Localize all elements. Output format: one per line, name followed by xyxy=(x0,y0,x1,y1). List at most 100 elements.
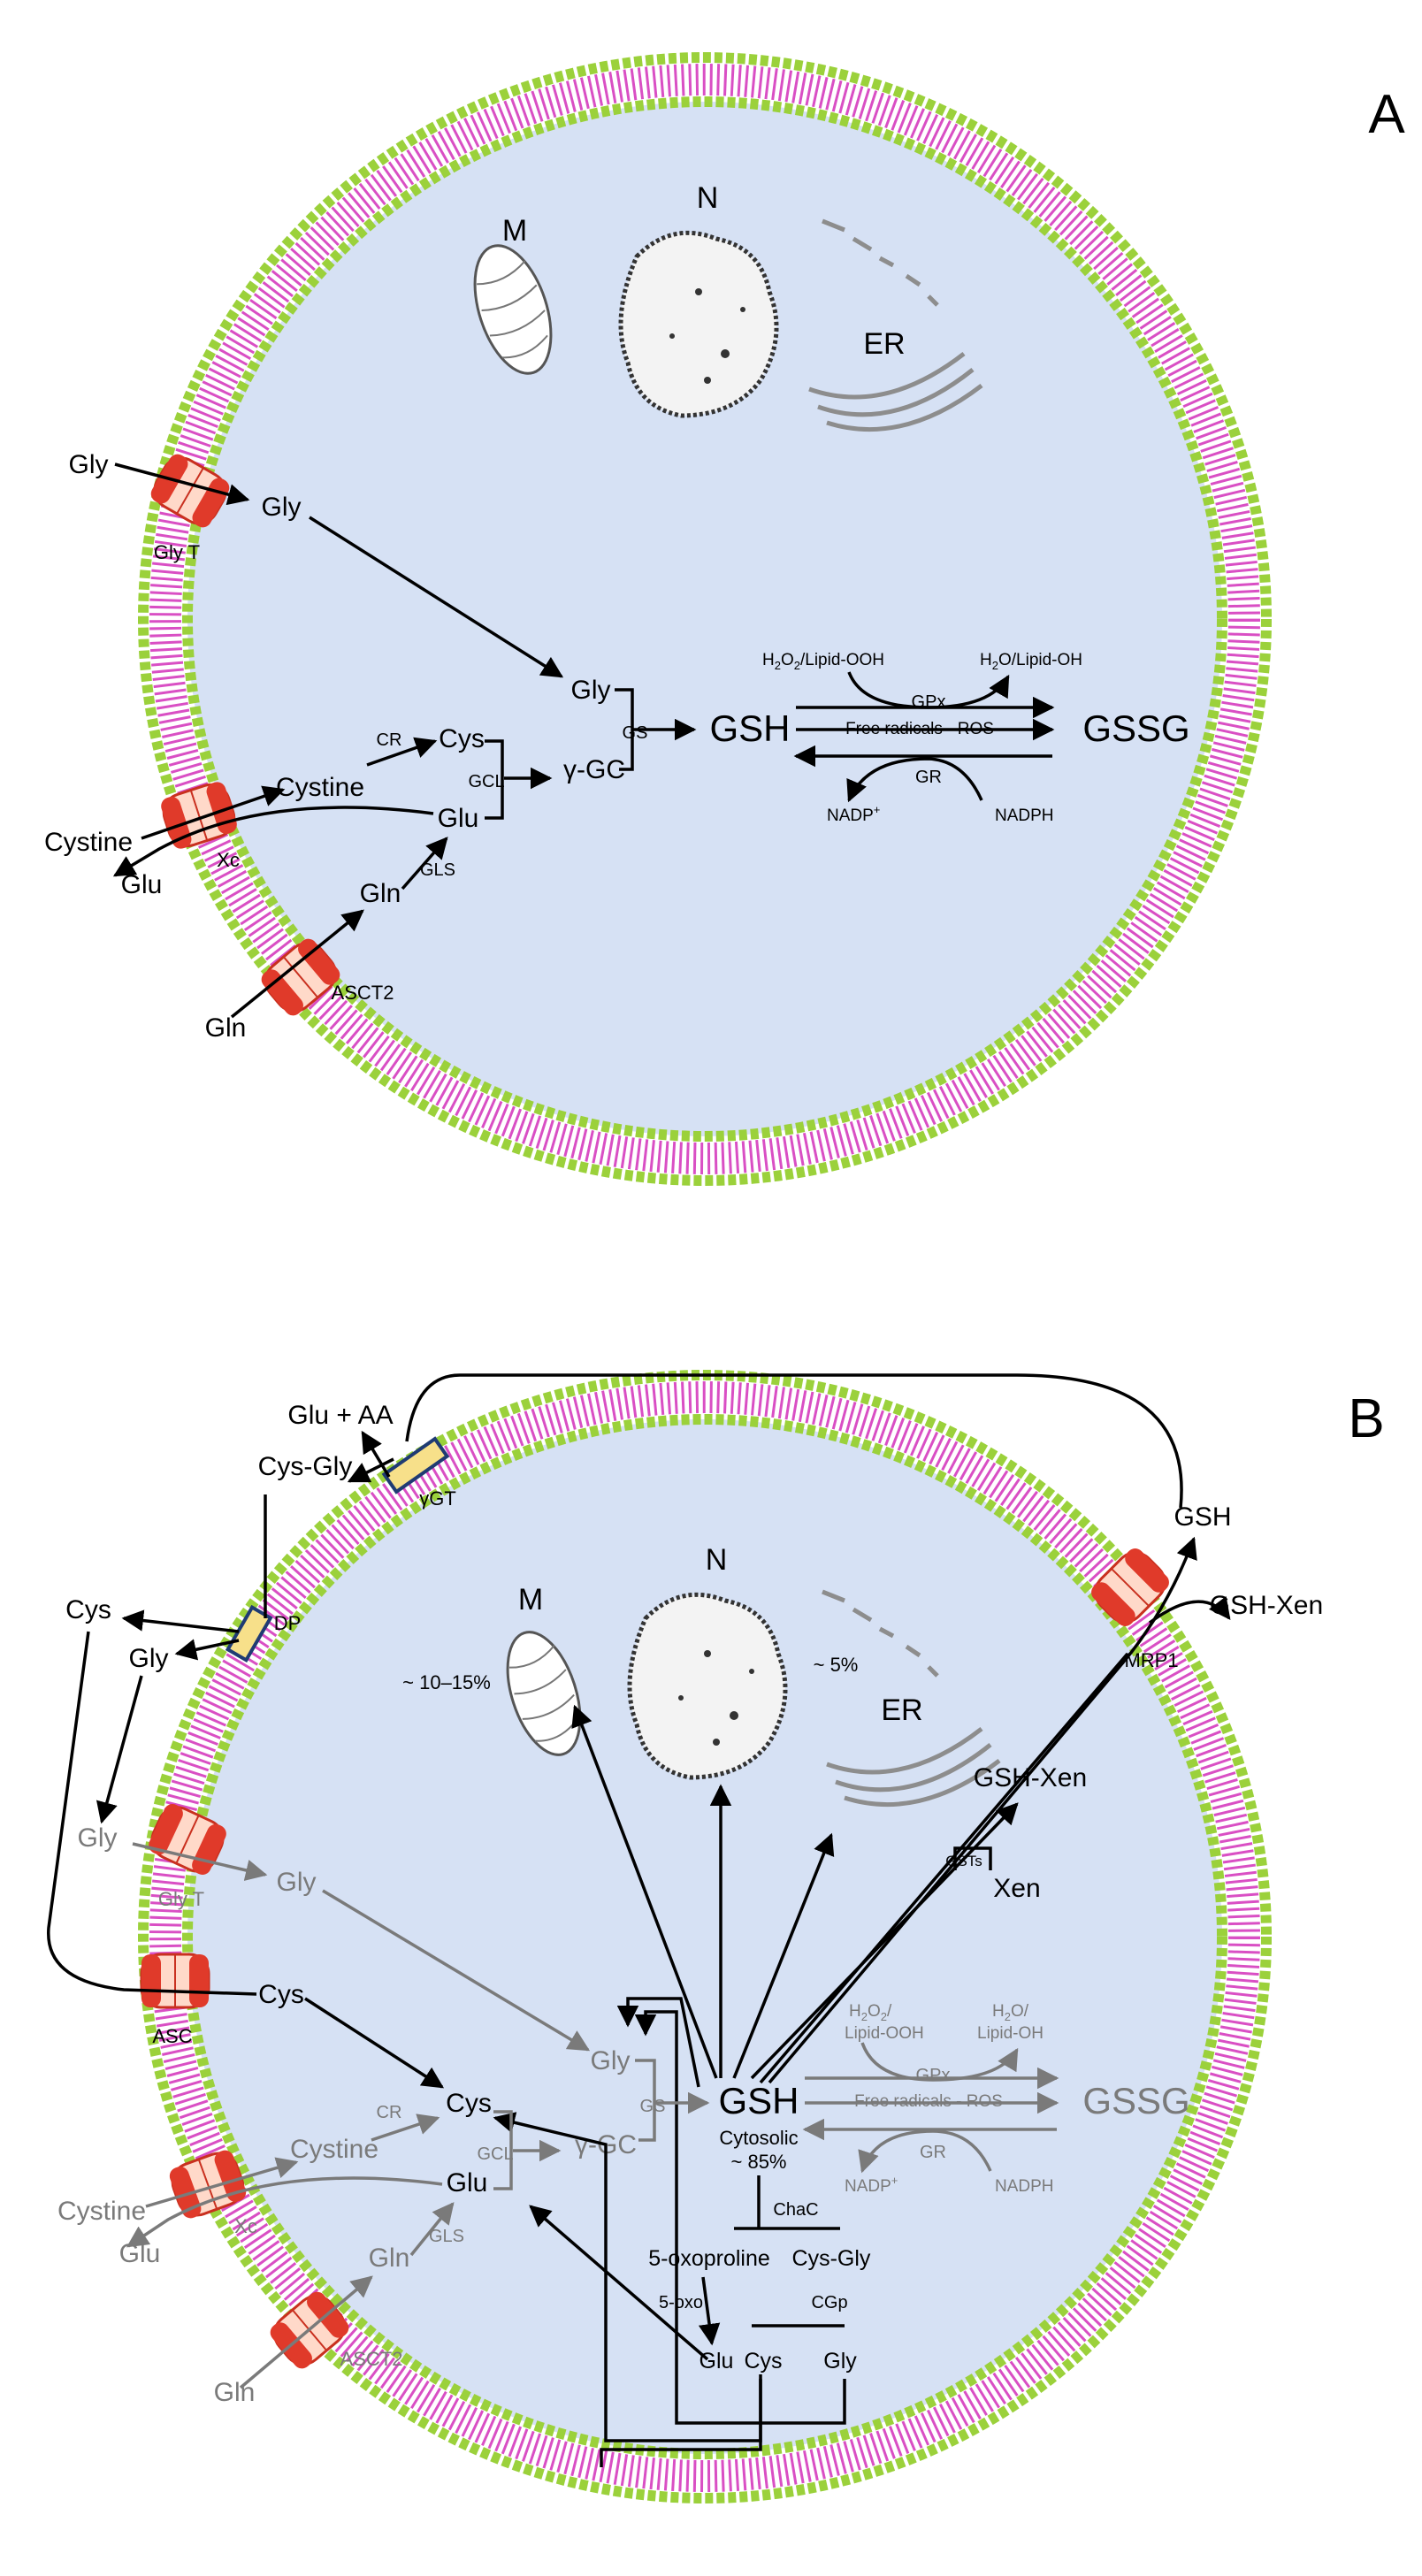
asct2-label-a: ASCT2 xyxy=(332,982,394,1004)
cys-main-b: Cys xyxy=(446,2089,492,2118)
oxo-enzyme-b: 5-oxo xyxy=(659,2293,703,2312)
glu-aa-b: Glu + AA xyxy=(287,1401,393,1430)
mito-percent-b: ~ 10–15% xyxy=(402,1671,491,1693)
cystine-outside-b: Cystine xyxy=(57,2197,146,2226)
er-percent-b: ~ 5% xyxy=(814,1654,859,1676)
panel-b-label: B xyxy=(1348,1388,1384,1449)
cr-enzyme-b: CR xyxy=(377,2103,402,2122)
cys-gly-outside-b: Cys-Gly xyxy=(258,1452,353,1481)
er-label-a: ER xyxy=(863,327,905,361)
gsh-a: GSH xyxy=(709,707,790,749)
glu-main-b: Glu xyxy=(447,2168,488,2198)
gs-enzyme-b: GS xyxy=(640,2097,666,2116)
panel-a: A M N ER Gly T Xc ASCT2 Gly xyxy=(44,52,1405,1186)
gln-inside-b: Gln xyxy=(369,2243,410,2273)
cys-outside-b: Cys xyxy=(65,1595,111,1624)
gsh-b: GSH xyxy=(718,2080,799,2121)
panel-a-label: A xyxy=(1368,84,1405,145)
ggc-a: γ-GC xyxy=(563,755,625,784)
gls-enzyme-b: GLS xyxy=(429,2227,464,2246)
gssg-b: GSSG xyxy=(1082,2080,1189,2121)
cgp-enzyme-b: CGp xyxy=(811,2293,847,2312)
gly-gs-b: Gly xyxy=(591,2046,631,2075)
gcl-enzyme-a: GCL xyxy=(468,772,504,791)
nadp-b: NADP+ xyxy=(845,2174,898,2196)
cytosolic-percent-b: ~ 85% xyxy=(731,2151,787,2173)
nucleus-b xyxy=(627,1592,788,1780)
er-b xyxy=(822,1589,1001,1808)
er-label-b: ER xyxy=(881,1693,922,1727)
arrows-b-grey xyxy=(126,1842,1059,2389)
cys-a: Cys xyxy=(439,724,485,753)
gly-outside-a: Gly xyxy=(69,450,109,479)
gln-outside-a: Gln xyxy=(205,1013,247,1043)
gly-bottom-b: Gly xyxy=(823,2349,857,2373)
gr-enzyme-a: GR xyxy=(915,768,942,787)
mitochondrion-a xyxy=(473,244,553,375)
mito-label-b: M xyxy=(518,1583,543,1617)
gpx-enzyme-b: GPx xyxy=(916,2066,951,2085)
oxoproline-b: 5-oxoproline xyxy=(648,2246,770,2271)
asct2-label-b: ASCT2 xyxy=(340,2348,403,2370)
gcl-enzyme-b: GCL xyxy=(477,2144,513,2164)
nadp-a: NADP+ xyxy=(827,803,880,825)
gls-enzyme-a: GLS xyxy=(420,860,455,880)
dp-enzyme-b xyxy=(225,1604,273,1663)
mitochondrion-b xyxy=(506,1631,582,1756)
membrane-inner-heads-b xyxy=(182,1414,1227,2459)
cys-gly-b: Cys-Gly xyxy=(792,2246,871,2271)
h2o2-lipid-ooh-a: H2O2/Lipid-OOH xyxy=(762,651,884,672)
panel-b: B M ~ 10–15% N ER ~ 5% Gly T ASC Xc xyxy=(47,1370,1385,2503)
gly-ext-b: Gly xyxy=(78,1823,118,1853)
cytoplasm-b xyxy=(187,1419,1222,2454)
er-a xyxy=(808,218,983,432)
glu-bottom-b: Glu xyxy=(700,2349,734,2373)
cytosolic-label-b: Cytosolic xyxy=(719,2127,798,2149)
chac-enzyme-b: ChaC xyxy=(773,2200,818,2220)
gly-outside-b: Gly xyxy=(129,1644,169,1673)
cr-enzyme-a: CR xyxy=(377,730,402,750)
glyt-label-a: Gly T xyxy=(154,541,200,563)
gly-inside-a: Gly xyxy=(262,493,302,522)
glu-inside-a: Glu xyxy=(438,804,479,833)
gs-enzyme-a: GS xyxy=(623,723,648,743)
ggt-enzyme-b xyxy=(381,1436,450,1494)
cystine-inside-a: Cystine xyxy=(276,773,364,802)
asc-label-b: ASC xyxy=(152,2025,192,2047)
gly-gs-a: Gly xyxy=(571,676,611,705)
gsh-ext-b: GSH xyxy=(1174,1502,1231,1532)
h2o-lipid-oh-a: H2O/Lipid-OH xyxy=(980,651,1082,672)
glyt-label-b: Gly T xyxy=(158,1888,204,1910)
lipid-ooh-b: Lipid-OOH xyxy=(845,2024,924,2043)
nucleus-label-a: N xyxy=(697,181,719,215)
lipid-oh-b: Lipid-OH xyxy=(977,2024,1044,2043)
ggt-label-b: γGT xyxy=(419,1487,456,1510)
cys-inside-b: Cys xyxy=(258,1980,304,2009)
nucleus-label-b: N xyxy=(706,1543,728,1577)
h2o2-b: H2O2/ xyxy=(849,2002,892,2023)
nucleus-a xyxy=(618,230,779,418)
membrane-tails-a xyxy=(149,64,1260,1174)
cytoplasm-a xyxy=(187,102,1222,1136)
nadph-b: NADPH xyxy=(995,2177,1054,2196)
asc-transporter-b xyxy=(140,1953,210,2009)
membrane-outer-heads-a xyxy=(138,52,1272,1186)
dp-label-b: DP xyxy=(274,1612,302,1634)
glu-outside-a: Glu xyxy=(121,870,163,899)
gly-in-b: Gly xyxy=(277,1868,317,1897)
cystine-outside-a: Cystine xyxy=(44,828,133,857)
cys-bottom-b: Cys xyxy=(744,2349,782,2373)
cystine-inside-b: Cystine xyxy=(290,2135,378,2164)
mrp1-label-b: MRP1 xyxy=(1124,1649,1178,1671)
nadph-a: NADPH xyxy=(995,806,1054,825)
glu-outside-b: Glu xyxy=(119,2239,161,2268)
membrane-inner-heads-a xyxy=(182,96,1227,1142)
gln-inside-a: Gln xyxy=(360,879,401,908)
membrane-tails-b xyxy=(149,1381,1260,2492)
h2o-b: H2O/ xyxy=(992,2002,1029,2023)
mito-label-a: M xyxy=(502,214,527,248)
arrows-b-black xyxy=(47,1373,1231,2467)
xen-b: Xen xyxy=(993,1874,1040,1903)
xc-label-b: Xc xyxy=(234,2215,257,2237)
